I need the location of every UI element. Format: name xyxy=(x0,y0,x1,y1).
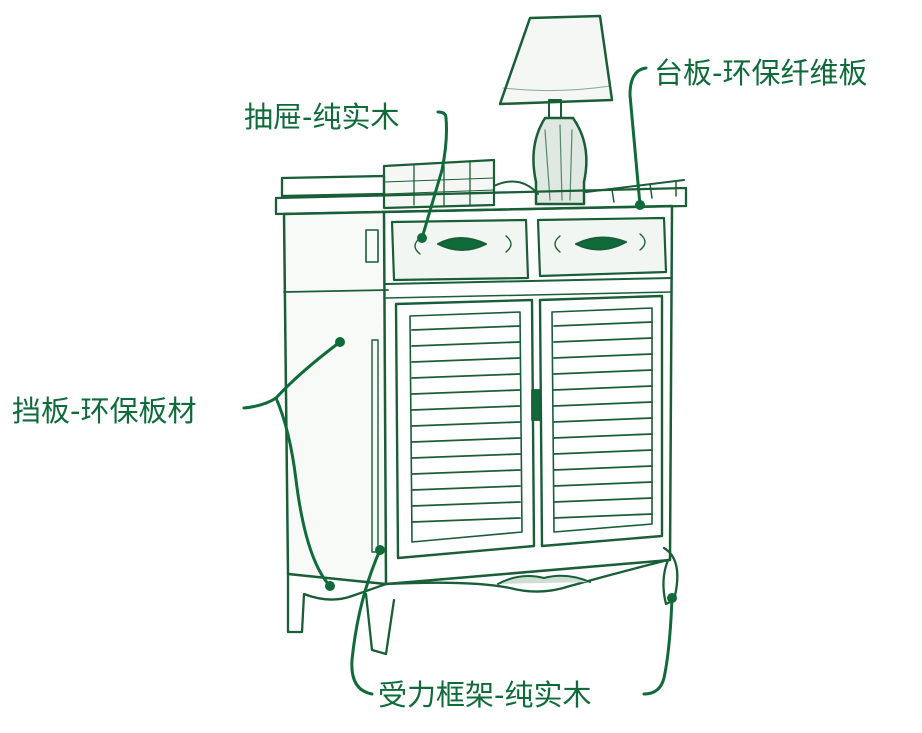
leader-dots xyxy=(325,200,677,603)
leader-drawer xyxy=(420,110,448,240)
door-left xyxy=(394,298,536,560)
label-top-panel: 台板-环保纤维板 xyxy=(654,56,868,90)
drawer-left xyxy=(390,218,530,282)
leader-frame-b xyxy=(642,596,674,696)
label-frame: 受力框架-纯实木 xyxy=(378,678,592,712)
leader-side-panel-b xyxy=(274,396,332,588)
leader-lines xyxy=(242,66,674,696)
drawer-right xyxy=(536,216,668,278)
lamp-drawing xyxy=(498,14,614,206)
door-right xyxy=(538,294,664,548)
leader-frame-a xyxy=(350,548,382,696)
label-side-panel: 挡板-环保板材 xyxy=(12,394,197,428)
label-drawer: 抽屉-纯实木 xyxy=(244,100,400,134)
leader-top-panel xyxy=(628,66,648,207)
